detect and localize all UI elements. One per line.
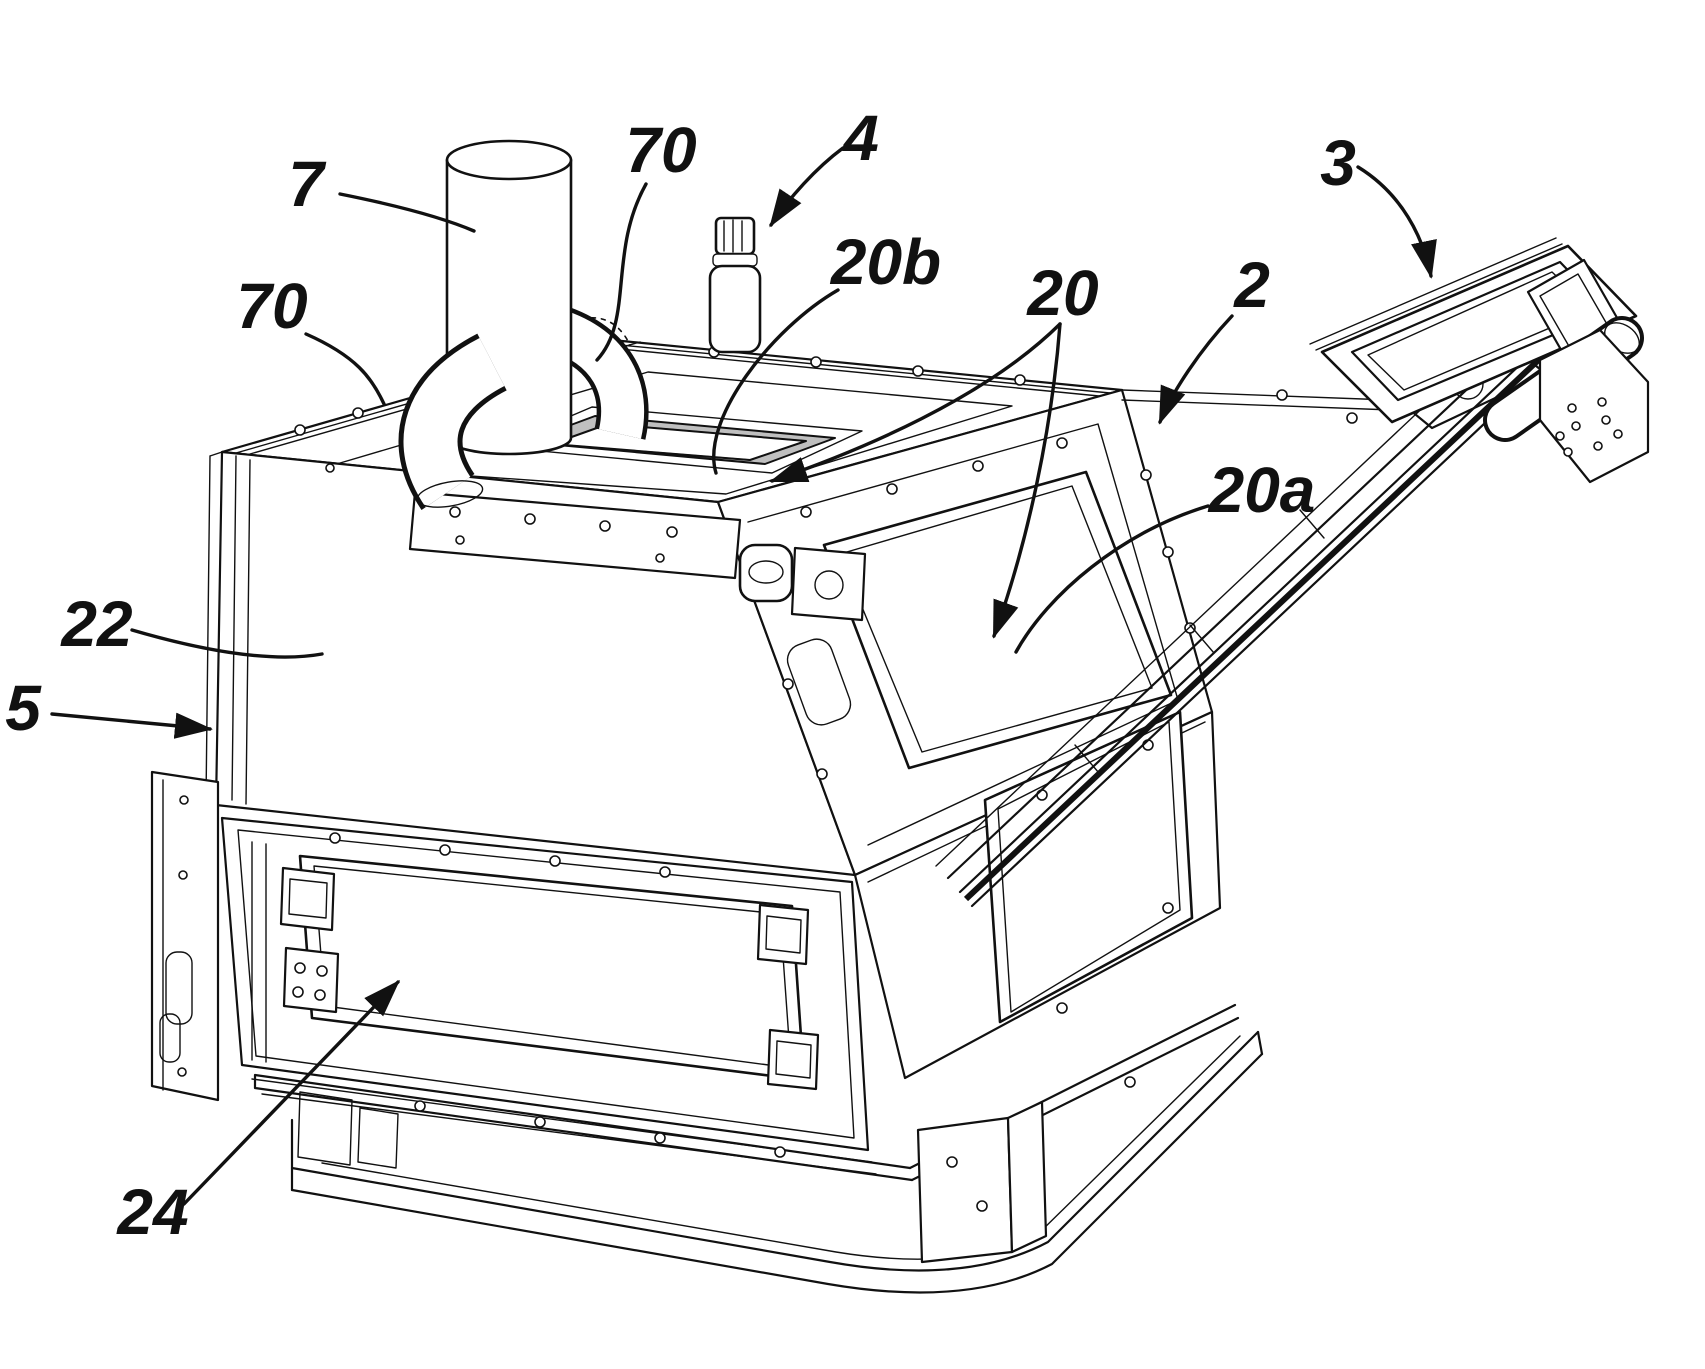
leader-line-7 bbox=[338, 192, 476, 233]
right-window-glass bbox=[997, 721, 1181, 1013]
leader-line-2 bbox=[1158, 314, 1234, 425]
latch-strip bbox=[150, 770, 220, 1102]
feeder-rails bbox=[935, 317, 1556, 908]
leader-line-20-2 bbox=[992, 322, 1062, 639]
label-2-6: 2 bbox=[1233, 249, 1270, 321]
bottle-body bbox=[708, 264, 762, 354]
back-rails bbox=[1121, 389, 1393, 411]
base-frame bbox=[253, 1003, 1240, 1182]
feeder-bolt-plate bbox=[1538, 328, 1650, 484]
label-20b-4: 20b bbox=[830, 226, 941, 298]
reagent-bottle bbox=[708, 216, 762, 354]
label-20a-8: 20a bbox=[1208, 454, 1316, 526]
leader-line-70 bbox=[595, 182, 648, 362]
label-70-2: 70 bbox=[236, 270, 307, 342]
door-hinge-right-lower bbox=[766, 1028, 820, 1091]
label-24-11: 24 bbox=[116, 1176, 188, 1248]
leader-line-3 bbox=[1356, 165, 1437, 279]
leader-line-5 bbox=[50, 712, 213, 739]
label-7-0: 7 bbox=[288, 148, 327, 220]
leader-lines bbox=[50, 146, 1437, 1206]
hose-left bbox=[398, 333, 508, 510]
reference-numerals: 7 70 70 4 20b 20 23 20a 225 24 bbox=[5, 102, 1356, 1248]
feeder-assembly bbox=[935, 237, 1650, 908]
pedestal bbox=[916, 1100, 1048, 1264]
sensor-box bbox=[790, 546, 867, 622]
leader-line-24 bbox=[182, 979, 401, 1206]
bottle-cap bbox=[714, 216, 756, 256]
window-latch-plate bbox=[786, 638, 852, 726]
door-hinge-left-upper bbox=[279, 866, 336, 932]
enclosure-body bbox=[150, 338, 1264, 1294]
latch-handle-lower bbox=[159, 1013, 181, 1063]
label-3-7: 3 bbox=[1320, 127, 1356, 199]
label-5-10: 5 bbox=[5, 672, 42, 744]
front-door bbox=[220, 816, 877, 1175]
door-hinge-right-upper bbox=[756, 903, 810, 966]
latch-handle-upper bbox=[165, 951, 193, 1025]
label-70-1: 70 bbox=[625, 114, 696, 186]
roof-brackets bbox=[408, 490, 867, 622]
slot-bracket bbox=[738, 543, 794, 603]
bottle-neck bbox=[712, 253, 758, 267]
hose-right bbox=[547, 305, 649, 440]
hose-right-hidden-edge bbox=[571, 317, 631, 346]
label-20-5: 20 bbox=[1026, 257, 1098, 329]
leader-line-4 bbox=[769, 146, 845, 228]
angled-window-glass bbox=[839, 485, 1153, 753]
exhaust-port-group bbox=[398, 139, 649, 510]
label-22-9: 22 bbox=[60, 588, 132, 660]
leader-line-20-1 bbox=[769, 322, 1062, 483]
leader-line-20b bbox=[712, 288, 840, 475]
label-4-3: 4 bbox=[841, 102, 879, 174]
door-hinge-left-lower bbox=[282, 946, 340, 1014]
leader-line-22 bbox=[130, 628, 324, 659]
leader-line-20a bbox=[1014, 504, 1210, 654]
leader-line-70 bbox=[304, 332, 386, 406]
